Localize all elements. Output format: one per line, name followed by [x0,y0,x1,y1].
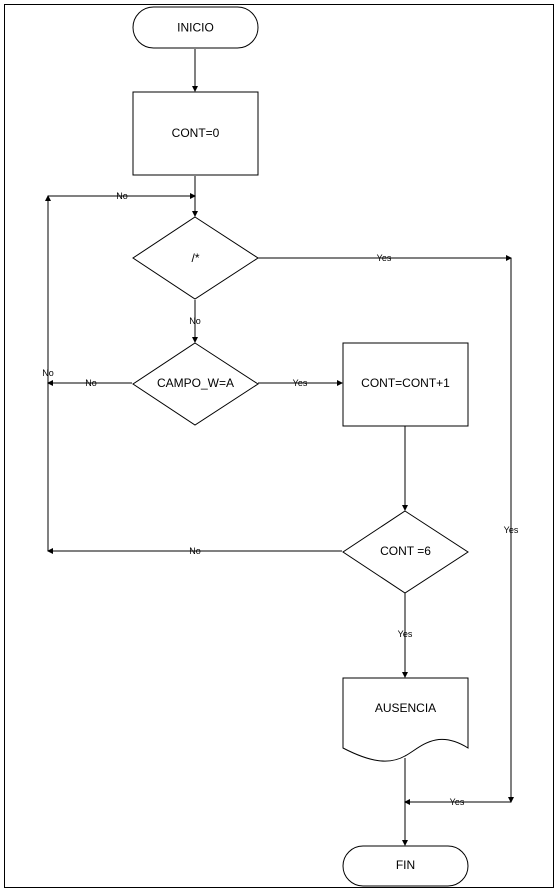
init-process-box [132,91,259,176]
count-decision-diamond [342,510,469,594]
label-field-no: No [85,378,97,388]
field-decision-label: CAMPO_W=A [157,376,234,390]
start-label: INICIO [177,21,214,35]
count-decision-label: CONT =6 [380,544,431,558]
increment-process-box [342,342,469,427]
node-check-field: CAMPO_W=A [132,342,259,426]
label-merge-yes: Yes [450,797,465,807]
label-count-no: No [189,546,201,556]
start-terminator [132,6,259,49]
connectors [45,49,514,846]
end-label: FIN [396,858,415,872]
node-check-count: CONT =6 [342,510,469,594]
label-field-yes: Yes [293,378,308,388]
end-terminator [342,845,469,887]
node-end: FIN [342,845,469,887]
label-right-vertical: Yes [504,525,519,535]
edge-labels: No No Yes No Yes No No Yes Yes Yes [42,191,519,807]
node-increment: CONT=CONT+1 [342,342,469,427]
label-loop-back-top: No [116,191,128,201]
field-decision-diamond [132,342,259,426]
comment-decision-label: /* [191,251,199,265]
comment-decision-diamond [132,216,259,300]
absence-label: AUSENCIA [375,701,436,715]
increment-label: CONT=CONT+1 [361,376,450,390]
label-loop-vertical: No [42,368,54,378]
node-init: CONT=0 [132,91,259,176]
label-comment-no: No [189,316,201,326]
node-absence: AUSENCIA [342,677,469,762]
init-label: CONT=0 [172,126,220,140]
node-check-comment: /* [132,216,259,300]
label-count-yes: Yes [398,629,413,639]
absence-document-shape [342,677,469,762]
page-frame [4,4,554,888]
label-comment-yes: Yes [377,253,392,263]
node-start: INICIO [132,6,259,49]
